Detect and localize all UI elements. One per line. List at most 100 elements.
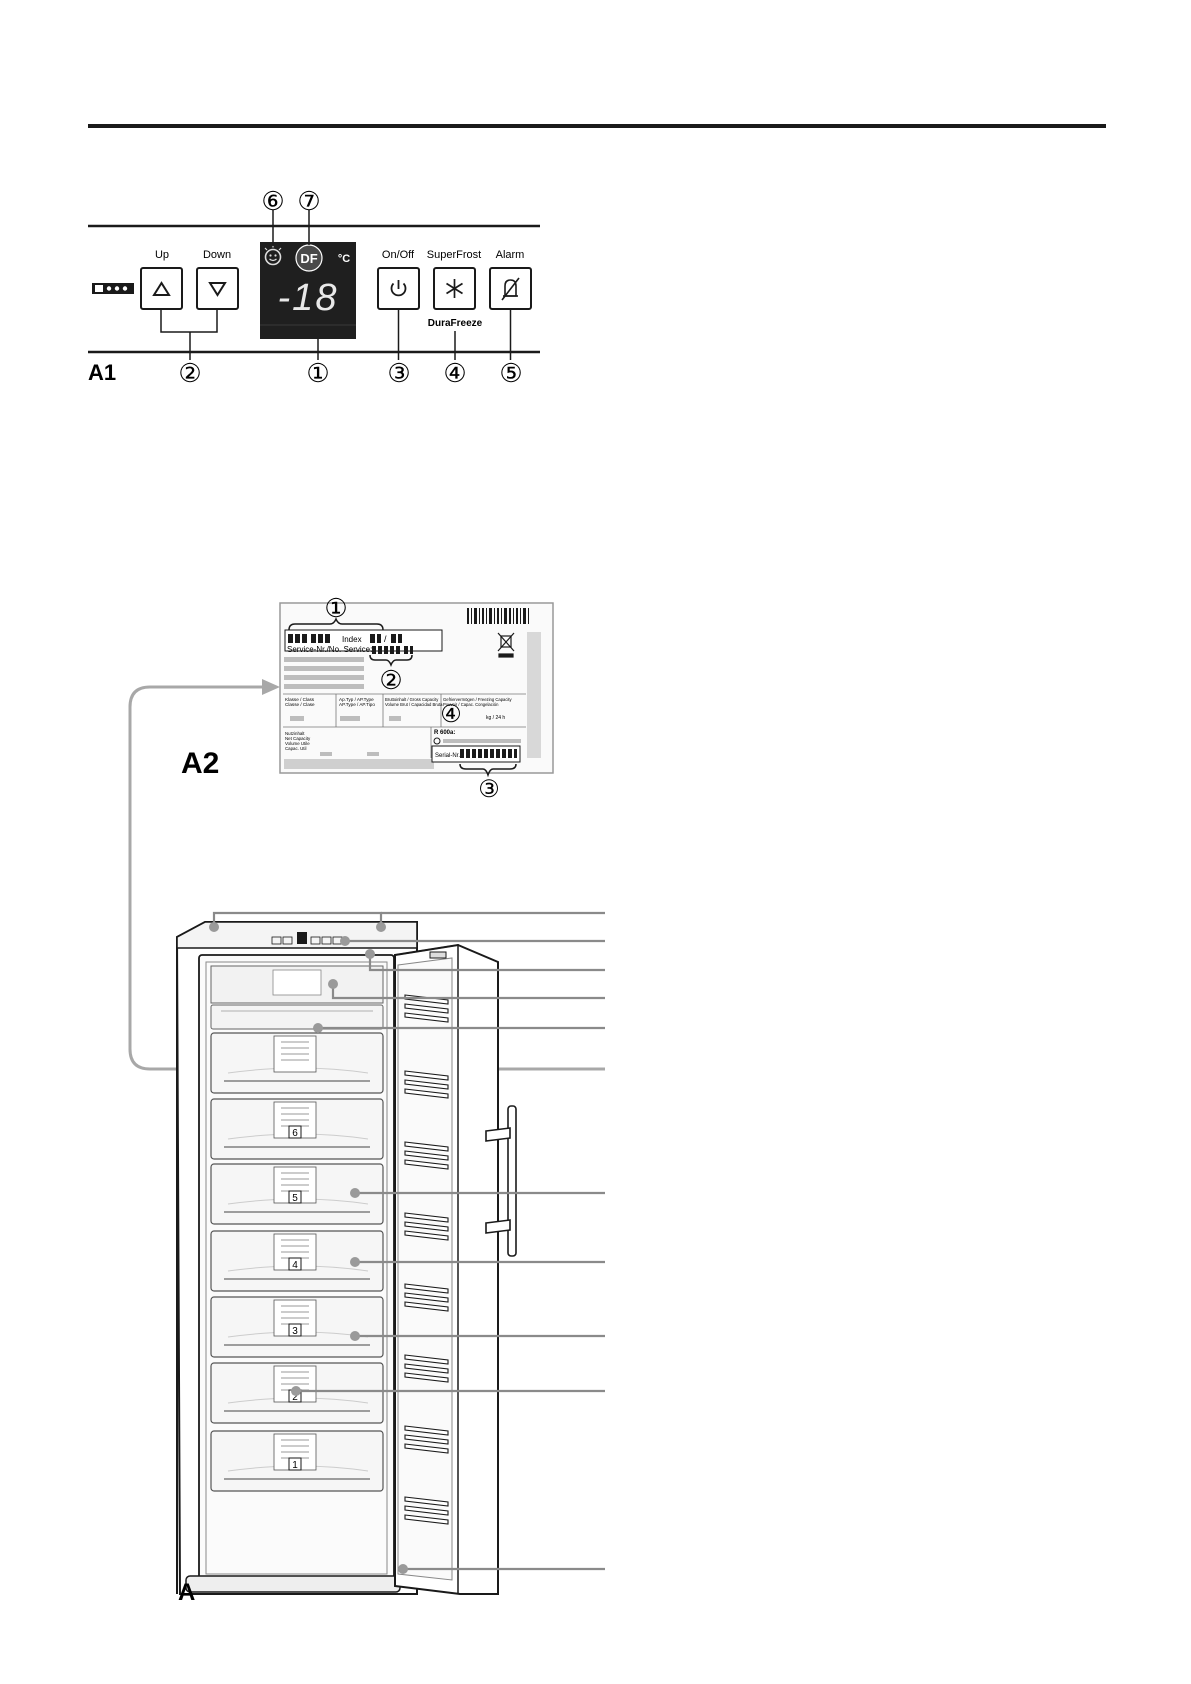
freezer-cabinet: 6 5 4 3 2 1 [175,921,418,1595]
plate-callout-3: ③ [478,776,500,803]
plate-serial-label: Serial-Nr. [435,753,460,759]
plate-nutz-2: Net Capacity [285,736,311,741]
freezer-drawer[interactable]: 6 [210,1098,384,1160]
freezer-drawer[interactable]: 3 [210,1296,384,1358]
appliance-figure: Index / Service-Nr./No. Service: Klasse … [128,593,605,1600]
figure-label-a: A [178,1579,195,1600]
door-vent-slot [404,1301,449,1312]
callout-2: ② [178,358,201,388]
plate-callout-4: ④ [440,701,462,728]
callout-1: ① [306,358,329,388]
down-button[interactable] [196,267,239,310]
temperature-readout: -18 [278,277,339,319]
ventilation-icon [92,283,134,294]
door-vent-slot [404,1230,449,1241]
door-vent-slot [404,1425,449,1436]
plate-nutz-1: Nutzinhalt [285,731,305,736]
door-vent-slot [404,1443,449,1454]
callout-4: ④ [443,358,466,388]
triangle-down-icon [208,282,227,297]
plate-aptype-2: AP.Type / AP.Tipo [339,702,375,707]
drawer-number: 2 [292,1392,298,1403]
plate-index-label: Index [342,635,362,644]
snowflake-icon [446,279,463,298]
eye-icon [433,737,441,745]
door-handle[interactable] [485,1105,517,1257]
callout-7: ⑦ [297,186,320,216]
superfrost-label: SuperFrost [427,249,481,261]
drawer-number: 1 [292,1460,298,1471]
svg-text:/: / [384,634,387,644]
figure-label-a2: A2 [181,747,219,780]
up-label: Up [155,249,169,261]
figure-label-a1: A1 [88,360,116,385]
drawer-number: 6 [292,1128,298,1139]
door-vent-slot [404,1514,449,1525]
arrow-head-icon [262,679,280,695]
plate-callout-1: ① [324,593,347,623]
door-vent-slot [404,1292,449,1303]
onoff-button[interactable] [377,267,420,310]
callout-5: ⑤ [499,358,522,388]
door-vent-slot [404,1372,449,1383]
alarm-mute-icon [501,277,520,301]
callout-6: ⑥ [261,186,284,216]
door-vent-slot [404,1505,449,1516]
door-vent-slot [404,1003,449,1014]
unit-label: °C [338,253,350,265]
door-vent-slot [404,1150,449,1161]
door-vent-slot [404,1141,449,1152]
plate-kg24: kg / 24 h [486,715,505,721]
control-panel-figure: Up Down DF °C -18 On/Off [88,186,540,388]
temperature-display: DF °C -18 [260,242,356,339]
up-down-bracket [160,309,218,333]
freezer-drawer[interactable]: 5 [210,1163,384,1225]
drawer-number: 3 [292,1326,298,1337]
plate-nutz-3: Volume Utile [285,741,310,746]
drawer-number: 5 [292,1193,298,1204]
weee-bin-icon [497,632,515,658]
superfrost-button[interactable] [433,267,476,310]
door-vent-slot [404,1434,449,1445]
leader-dots [209,922,408,1574]
plate-gross-1: Bruttoinhalt / Gross Capacity [385,697,439,702]
plate-location-arrow [128,685,605,1071]
power-icon [390,280,407,297]
plate-nutz-4: Capac. Util [285,746,306,751]
door-vent-slot [404,1496,449,1507]
rating-plate: Index / Service-Nr./No. Service: Klasse … [279,602,554,778]
top-rule [88,124,1106,128]
plate-service-label: Service-Nr./No. Service: [287,645,372,654]
door-vent-slot [404,1079,449,1090]
triangle-up-icon [152,281,171,296]
freezer-door [394,943,517,1595]
freezer-drawer[interactable] [210,1032,384,1094]
door-vent-slot [404,1012,449,1023]
down-label: Down [203,249,231,261]
barcode-icon [467,608,529,624]
door-vent-slot [404,1354,449,1365]
plate-freezing-1: Gefriervermögen / Freezing Capacity [443,697,513,702]
alarm-label: Alarm [496,249,525,261]
plate-callout-2: ② [379,665,402,695]
door-vent-slot [404,1221,449,1232]
door-vent-slot [404,1283,449,1294]
plate-freezing-2: Pouvoir / Capac. Congelación [443,702,499,707]
durafreeze-label: DuraFreeze [428,318,483,329]
freezer-drawers: 6 5 4 3 2 1 [210,1032,384,1492]
door-vent-slot [404,1159,449,1170]
df-badge-text: DF [300,251,317,266]
plate-aptype-1: Ap.Typ / AP.Type [339,697,374,702]
drawer-number: 4 [292,1260,298,1271]
up-button[interactable] [140,267,183,310]
plate-gross-2: Volume Brut / Capacidad Bruta [385,702,443,707]
plate-refrigerant: R 600a: [434,730,455,736]
callout-3: ③ [387,358,410,388]
freezer-drawer[interactable]: 1 [210,1430,384,1492]
plate-klasse-1: Klasse / Class [285,697,315,702]
door-vent-slot [404,1070,449,1081]
door-vent-slot [404,1212,449,1223]
door-vent-slot [404,1363,449,1374]
alarm-button[interactable] [489,267,532,310]
onoff-label: On/Off [382,249,415,261]
